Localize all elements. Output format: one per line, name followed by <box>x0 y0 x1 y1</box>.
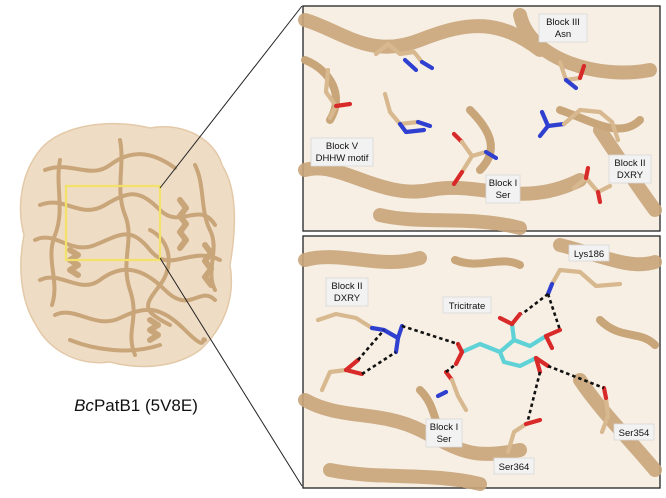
hydrogen-bonds <box>357 292 605 421</box>
top-res-his2 <box>382 91 433 135</box>
protein-title: BcPatB1 (5V8E) <box>74 396 198 415</box>
svg-text:Ser: Ser <box>496 190 511 201</box>
svg-text:Block III: Block III <box>546 17 580 28</box>
protein-overview: BcPatB1 (5V8E) <box>19 5 303 487</box>
svg-text:Block V: Block V <box>326 141 359 152</box>
active-site-selection-box <box>64 184 162 262</box>
svg-text:DHHW motif: DHHW motif <box>316 153 369 164</box>
svg-text:Ser354: Ser354 <box>619 428 650 439</box>
top-res-his1 <box>373 41 435 73</box>
zoom-line-bottom <box>159 257 303 487</box>
label-bottom-block1-ser: Block I Ser <box>425 418 463 448</box>
svg-text:Tricitrate: Tricitrate <box>449 301 486 312</box>
label-block5-dhhw: Block V DHHW motif <box>310 137 374 167</box>
top-res-arg <box>537 107 621 143</box>
zoom-line-top <box>159 5 303 189</box>
label-ser364: Ser364 <box>493 457 535 475</box>
svg-text:Block II: Block II <box>614 158 645 169</box>
top-res-ser <box>451 131 499 187</box>
label-block1-ser: Block I Ser <box>485 174 521 204</box>
top-res-asn <box>557 59 587 91</box>
bottom-res-ser <box>435 369 469 413</box>
tricitrate-ligand <box>453 311 563 375</box>
label-ser354: Ser354 <box>613 423 655 441</box>
svg-text:Asn: Asn <box>555 29 571 40</box>
bottom-res-lys186 <box>545 267 623 297</box>
bottom-panel: Lys186 Block II DXRY Tricitrate Block I … <box>298 235 662 491</box>
svg-text:Block II: Block II <box>331 281 362 292</box>
top-res-asp-right <box>571 165 613 205</box>
bottom-res-ser354 <box>599 385 611 435</box>
svg-text:Ser: Ser <box>437 434 452 445</box>
bottom-res-asp <box>319 357 365 393</box>
label-block3-asn: Block III Asn <box>538 13 588 43</box>
svg-text:Block I: Block I <box>430 422 459 433</box>
top-panel: Block III Asn Block V DHHW motif Block I… <box>298 5 662 235</box>
svg-text:DXRY: DXRY <box>617 170 644 181</box>
label-block2-dxry: Block II DXRY <box>608 154 652 184</box>
svg-text:Block I: Block I <box>489 178 518 189</box>
svg-text:Ser364: Ser364 <box>499 462 530 473</box>
top-res-asp-left <box>323 67 353 121</box>
label-bottom-block2-dxry: Block II DXRY <box>325 277 369 307</box>
protein-helices <box>67 197 214 343</box>
svg-text:Lys186: Lys186 <box>574 249 604 260</box>
label-lys186: Lys186 <box>568 244 610 262</box>
protein-ribbon <box>33 138 222 357</box>
svg-text:DXRY: DXRY <box>334 293 361 304</box>
bottom-res-ser364 <box>505 417 543 455</box>
label-tricitrate: Tricitrate <box>442 296 492 314</box>
